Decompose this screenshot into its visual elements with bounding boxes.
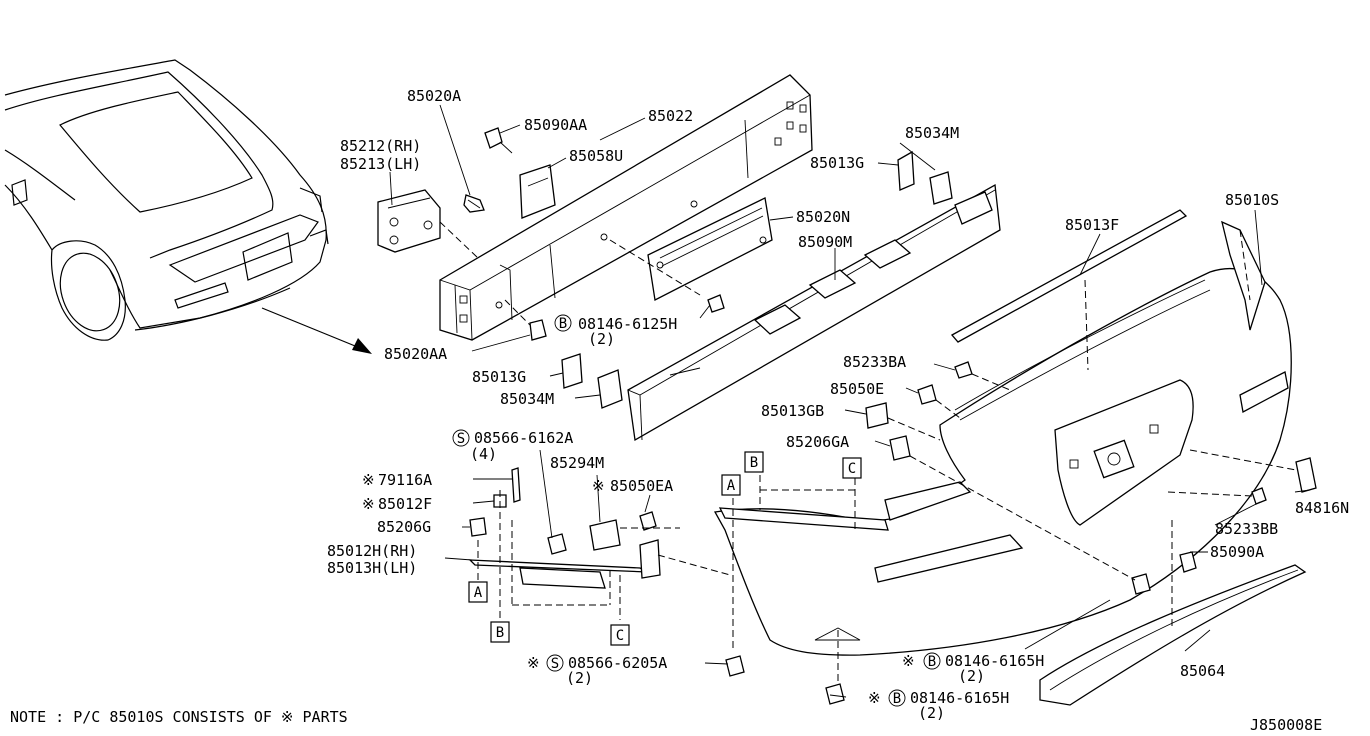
label-85206GA: 85206GA xyxy=(786,433,849,451)
label-85233BB: 85233BB xyxy=(1215,520,1278,538)
label-85013GB: 85013GB xyxy=(761,402,824,420)
lower-valance-85064 xyxy=(1039,564,1307,706)
label-85050E: 85050E xyxy=(830,380,884,398)
label-85010S: 85010S xyxy=(1225,191,1279,209)
clip-85206GA xyxy=(889,435,911,461)
label-08146-6165H-b-qty: (2) xyxy=(918,704,945,722)
clip-84816N xyxy=(1295,457,1317,493)
asterisk-79116A: ※ xyxy=(362,471,375,489)
marker-b-6165H-a: B xyxy=(923,652,941,670)
label-85212: 85212(RH) xyxy=(340,137,421,155)
small-parts-left xyxy=(469,467,1151,705)
leader-lines xyxy=(389,104,1311,698)
ref-box-c-upper: C xyxy=(842,457,862,479)
asterisk-85050EA: ※ xyxy=(592,477,605,495)
label-08566-6162A: 08566-6162A xyxy=(474,429,573,447)
label-85294M: 85294M xyxy=(550,454,604,472)
label-85050EA: 85050EA xyxy=(610,477,673,495)
spacer-85034M-bottom xyxy=(561,353,623,409)
bolt-85020A xyxy=(463,194,485,213)
label-85064: 85064 xyxy=(1180,662,1225,680)
asterisk-6205A: ※ xyxy=(527,654,540,672)
marker-b-6165H-b: B xyxy=(888,689,906,707)
label-08566-6205A: 08566-6205A xyxy=(568,654,667,672)
spacer-85034M-top xyxy=(897,150,953,205)
strip-85013F xyxy=(950,209,1188,343)
footnote: NOTE : P/C 85010S CONSISTS OF ※ PARTS xyxy=(10,708,348,726)
svg-text:B: B xyxy=(496,625,504,641)
svg-text:A: A xyxy=(727,478,736,494)
clip-85233BB xyxy=(1251,487,1267,505)
svg-text:S: S xyxy=(551,656,559,672)
pad-85013GB xyxy=(865,402,889,429)
svg-text:B: B xyxy=(750,455,758,471)
label-08566-6162A-qty: (4) xyxy=(470,445,497,463)
bumper-fascia xyxy=(713,220,1292,656)
label-85058U: 85058U xyxy=(569,147,623,165)
ref-box-a-lower: A xyxy=(468,581,488,603)
label-85206G: 85206G xyxy=(377,518,431,536)
label-85022: 85022 xyxy=(648,107,693,125)
marker-b-6125H: B xyxy=(554,314,572,332)
bolt-85090AA xyxy=(484,127,513,154)
svg-text:S: S xyxy=(457,431,465,447)
label-85020AA: 85020AA xyxy=(384,345,447,363)
label-85012H: 85012H(RH) xyxy=(327,542,417,560)
svg-text:A: A xyxy=(474,585,483,601)
label-08146-6125H: 08146-6125H xyxy=(578,315,677,333)
ref-box-a-upper: A xyxy=(721,474,741,496)
ref-box-b-lower: B xyxy=(490,621,510,643)
label-08566-6205A-qty: (2) xyxy=(566,669,593,687)
energy-absorber xyxy=(627,183,1001,442)
label-79116A: 79116A xyxy=(378,471,432,489)
label-85013G-bottom: 85013G xyxy=(472,368,526,386)
diagram-id: J850008E xyxy=(1250,716,1322,734)
label-85013G-top: 85013G xyxy=(810,154,864,172)
asterisk-85012F: ※ xyxy=(362,495,375,513)
label-85013F: 85013F xyxy=(1065,216,1119,234)
bolt-08146-6125H xyxy=(707,294,725,313)
svg-text:B: B xyxy=(559,316,567,332)
label-85213: 85213(LH) xyxy=(340,155,421,173)
pointer-arrow xyxy=(261,307,372,354)
label-85012F: 85012F xyxy=(378,495,432,513)
label-85233BA: 85233BA xyxy=(843,353,906,371)
label-08146-6165H-a-qty: (2) xyxy=(958,667,985,685)
label-84816N: 84816N xyxy=(1295,499,1349,517)
label-85034M-top: 85034M xyxy=(905,124,959,142)
svg-text:C: C xyxy=(616,628,624,644)
svg-text:B: B xyxy=(893,691,901,707)
label-85013H: 85013H(LH) xyxy=(327,559,417,577)
label-08146-6125H-qty: (2) xyxy=(588,330,615,348)
bolt-85090A xyxy=(1179,551,1208,573)
svg-text:C: C xyxy=(848,461,856,477)
rear-reinforcement xyxy=(439,74,813,341)
label-85020N: 85020N xyxy=(796,208,850,226)
label-85020A: 85020A xyxy=(407,87,461,105)
label-08146-6165H-a: 08146-6165H xyxy=(945,652,1044,670)
dashed-leaders xyxy=(477,229,1297,685)
car-illustration xyxy=(4,59,329,341)
asterisk-6165H-b: ※ xyxy=(868,689,881,707)
side-retainer xyxy=(468,481,972,589)
svg-text:B: B xyxy=(928,654,936,670)
asterisk-6165H-a: ※ xyxy=(902,652,915,670)
marker-s-6162A: S xyxy=(452,429,470,447)
bracket-85058U xyxy=(519,164,556,219)
label-85090M: 85090M xyxy=(798,233,852,251)
bumper-bracket xyxy=(377,189,479,259)
label-85090AA: 85090AA xyxy=(524,116,587,134)
ref-box-c-lower: C xyxy=(610,624,630,646)
plate-85020N xyxy=(609,197,773,301)
ref-box-b-upper: B xyxy=(744,451,764,473)
label-85034M-bottom: 85034M xyxy=(500,390,554,408)
clip-85233BA xyxy=(954,361,973,379)
label-08146-6165H-b: 08146-6165H xyxy=(910,689,1009,707)
label-85090A: 85090A xyxy=(1210,543,1264,561)
bolt-85020AA xyxy=(504,299,547,341)
clip-85050E xyxy=(917,384,937,405)
marker-s-6205A: S xyxy=(546,654,564,672)
